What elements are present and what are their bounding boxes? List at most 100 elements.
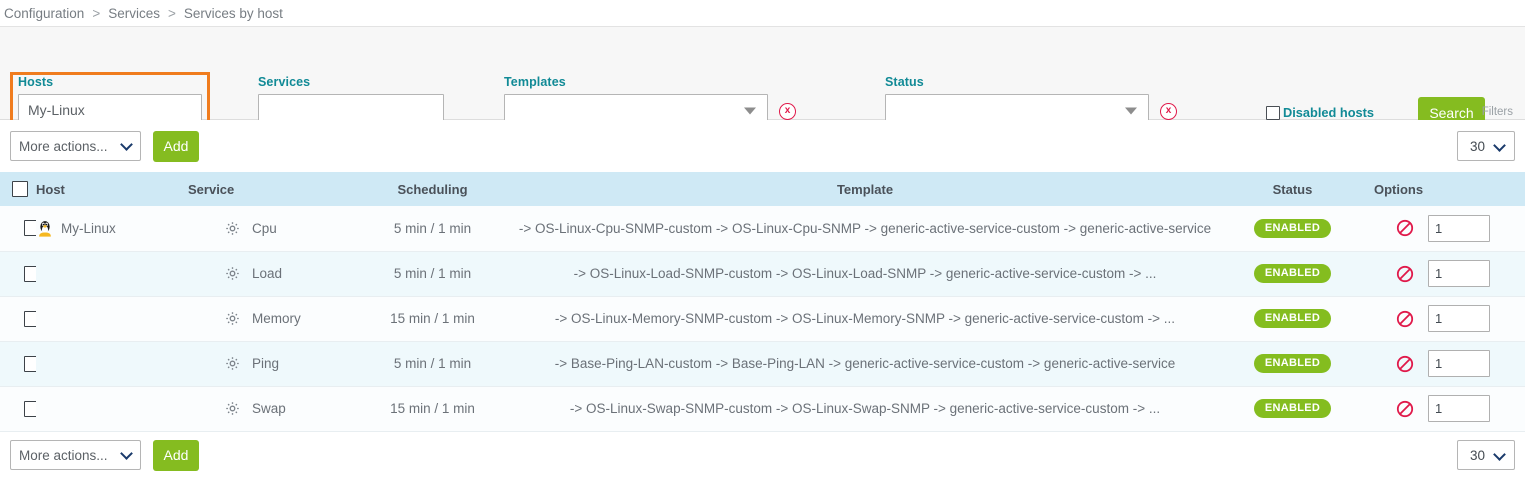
gear-icon [226, 357, 239, 370]
column-header-options[interactable]: Options [1350, 172, 1525, 206]
hosts-label: Hosts [18, 75, 54, 89]
services-table: Host Service Scheduling Template Status … [0, 172, 1525, 432]
row-select-cell [0, 296, 40, 342]
select-all-header [0, 172, 36, 206]
page-size-value-top: 30 [1470, 138, 1486, 154]
bottom-action-toolbar: More actions... Add 30 [0, 431, 1525, 479]
row-template: -> Base-Ping-LAN-custom -> Base-Ping-LAN… [495, 341, 1235, 387]
breadcrumb: Configuration > Services > Services by h… [0, 0, 1525, 27]
quantity-input[interactable] [1428, 214, 1490, 242]
row-select-cell [0, 251, 40, 297]
select-all-checkbox[interactable] [12, 181, 28, 198]
table-row: Memory 15 min / 1 min -> OS-Linux-Memory… [0, 296, 1525, 342]
status-clear-icon[interactable]: x [1160, 102, 1177, 120]
disabled-hosts-checkbox[interactable] [1266, 105, 1280, 120]
row-status-cell: ENABLED [1235, 296, 1350, 342]
services-label: Services [258, 75, 311, 89]
disable-icon-glyph [1396, 400, 1414, 417]
more-actions-label-top: More actions... [19, 138, 108, 154]
row-status-cell: ENABLED [1235, 341, 1350, 387]
table-row: Load 5 min / 1 min -> OS-Linux-Load-SNMP… [0, 251, 1525, 297]
gear-icon [226, 267, 239, 280]
row-select-cell [0, 341, 40, 387]
row-select-cell [0, 206, 40, 252]
disable-icon[interactable] [1396, 355, 1414, 373]
row-options-cell [1350, 206, 1525, 252]
page-size-value-bottom: 30 [1470, 447, 1486, 463]
breadcrumb-separator: > [92, 5, 101, 21]
row-status-cell: ENABLED [1235, 206, 1350, 252]
templates-label: Templates [504, 75, 566, 89]
status-badge: ENABLED [1253, 218, 1332, 238]
templates-clear-icon[interactable]: x [779, 102, 796, 120]
disable-icon[interactable] [1396, 265, 1414, 283]
disabled-hosts-toggle[interactable]: Disabled hosts [1266, 105, 1374, 120]
table-header-row: Host Service Scheduling Template Status … [0, 172, 1525, 206]
status-badge: ENABLED [1253, 264, 1332, 283]
more-actions-label-bottom: More actions... [19, 447, 108, 463]
row-service-cell: Cpu [188, 206, 370, 252]
disable-icon[interactable] [1396, 310, 1414, 328]
row-service-cell: Ping [188, 341, 370, 387]
service-name[interactable]: Ping [252, 356, 280, 371]
column-header-scheduling[interactable]: Scheduling [370, 172, 495, 206]
row-host-cell [36, 386, 188, 432]
service-name[interactable]: Load [252, 266, 283, 281]
top-action-toolbar: More actions... Add 30 [0, 120, 1525, 172]
add-button-bottom[interactable]: Add [153, 439, 199, 471]
row-scheduling: 5 min / 1 min [370, 341, 495, 387]
disable-icon[interactable] [1396, 219, 1414, 237]
service-name[interactable]: Cpu [252, 220, 277, 236]
row-template: -> OS-Linux-Memory-SNMP-custom -> OS-Lin… [495, 296, 1235, 342]
row-service-cell: Memory [188, 296, 370, 342]
chevron-down-icon [1493, 139, 1506, 152]
breadcrumb-item-configuration[interactable]: Configuration [4, 5, 85, 21]
breadcrumb-item-services[interactable]: Services [108, 5, 160, 21]
host-name[interactable]: My-Linux [61, 220, 116, 236]
disable-icon-glyph [1396, 220, 1414, 237]
status-label: Status [885, 75, 924, 89]
row-host-cell: My-Linux [36, 206, 188, 252]
chevron-down-icon [1493, 448, 1506, 461]
row-status-cell: ENABLED [1235, 251, 1350, 297]
more-actions-select-bottom[interactable]: More actions... [10, 440, 141, 470]
services-filter-group: Services [258, 75, 444, 126]
chevron-down-icon [120, 447, 133, 460]
add-button-top[interactable]: Add [153, 130, 199, 162]
disable-icon[interactable] [1396, 400, 1414, 418]
breadcrumb-separator: > [167, 5, 176, 21]
quantity-input[interactable] [1428, 305, 1490, 332]
more-actions-select-top[interactable]: More actions... [10, 131, 141, 161]
quantity-input[interactable] [1428, 395, 1490, 422]
quantity-input[interactable] [1428, 260, 1490, 287]
column-header-status[interactable]: Status [1235, 172, 1350, 206]
hosts-filter-group: Hosts [18, 75, 202, 126]
page-size-select-top[interactable]: 30 [1457, 131, 1515, 161]
table-row: My-Linux Cpu 5 min / 1 min -> OS-Linux-C… [0, 206, 1525, 252]
gear-icon [226, 222, 239, 235]
row-service-cell: Swap [188, 386, 370, 432]
gear-icon [226, 312, 239, 325]
table-header: Host Service Scheduling Template Status … [0, 172, 1525, 206]
row-options-cell [1350, 341, 1525, 387]
service-name[interactable]: Swap [252, 401, 286, 416]
column-header-service[interactable]: Service [188, 172, 370, 206]
row-status-cell: ENABLED [1235, 386, 1350, 432]
chevron-down-icon [1125, 107, 1137, 115]
column-header-template[interactable]: Template [495, 172, 1235, 206]
filter-bar: Hosts Services Templates x Status x Disa… [0, 27, 1525, 135]
chevron-down-icon [744, 107, 756, 115]
status-badge: ENABLED [1253, 354, 1332, 373]
breadcrumb-item-services-by-host[interactable]: Services by host [183, 5, 283, 21]
row-scheduling: 15 min / 1 min [370, 296, 495, 342]
row-template: -> OS-Linux-Load-SNMP-custom -> OS-Linux… [495, 251, 1235, 297]
row-host-cell [36, 251, 188, 297]
quantity-input[interactable] [1428, 350, 1490, 377]
disable-icon-glyph [1396, 355, 1414, 372]
service-name[interactable]: Memory [252, 311, 301, 326]
gear-icon [226, 402, 239, 415]
column-header-host[interactable]: Host [36, 172, 188, 206]
row-service-cell: Load [188, 251, 370, 297]
table-row: Swap 15 min / 1 min -> OS-Linux-Swap-SNM… [0, 386, 1525, 432]
page-size-select-bottom[interactable]: 30 [1457, 440, 1515, 470]
